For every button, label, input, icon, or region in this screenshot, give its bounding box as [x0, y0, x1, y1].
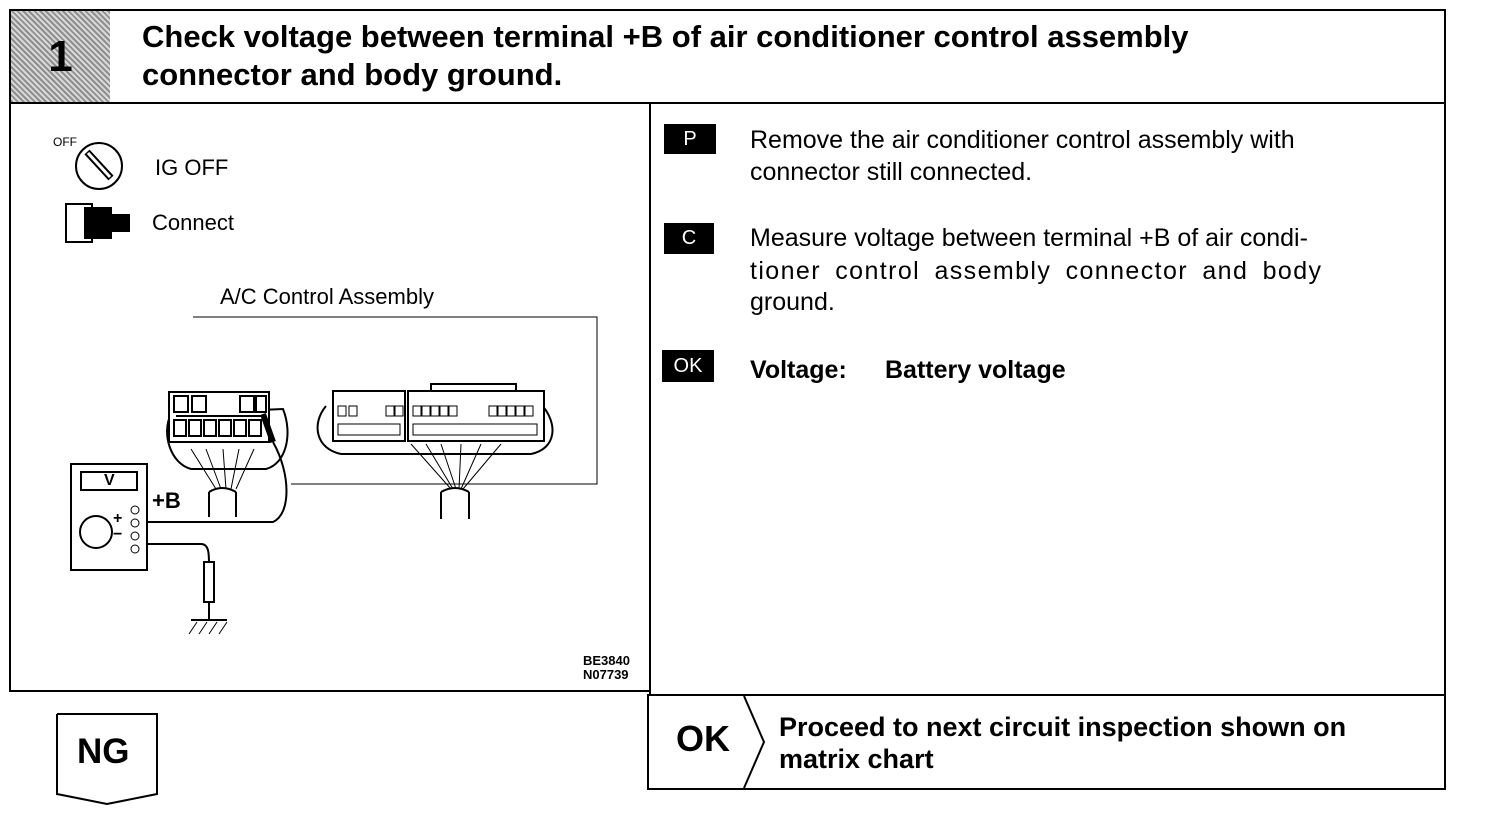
instruction-c-line-3: ground.	[750, 288, 835, 316]
figure-code-1: BE3840	[583, 653, 630, 668]
ok-label: OK	[676, 718, 730, 759]
left-connector	[166, 391, 289, 517]
badge-p: P	[664, 124, 716, 154]
ng-box-outline	[56, 713, 158, 806]
right-connector	[316, 383, 554, 519]
connector-icon	[65, 203, 130, 243]
ng-label: NG	[77, 732, 130, 771]
instruction-p-line-2: connector still connected.	[750, 158, 1033, 186]
ok-text-line-2: matrix chart	[779, 744, 934, 774]
instruction-panel	[649, 102, 1446, 696]
voltage-label: Voltage:	[750, 356, 847, 384]
ok-result-box	[647, 694, 1446, 790]
voltmeter-label: V	[104, 472, 115, 489]
instruction-c-line-1: Measure voltage between terminal +B of a…	[750, 224, 1308, 252]
step-number: 1	[11, 11, 110, 102]
probe-lead	[135, 412, 288, 635]
figure-code-2: N07739	[583, 667, 629, 682]
badge-ok: OK	[662, 350, 714, 382]
instruction-c-line-2: tioner control assembly connector and bo…	[750, 257, 1323, 285]
assembly-label: A/C Control Assembly	[220, 284, 434, 309]
connect-label: Connect	[152, 210, 234, 235]
wiring-illustration	[65, 142, 598, 635]
ignition-off-label: OFF	[53, 135, 77, 149]
ok-text-line-1: Proceed to next circuit inspection shown…	[779, 712, 1347, 742]
badge-c: C	[664, 223, 714, 254]
ignition-key-icon	[75, 142, 123, 190]
instruction-p-line-1: Remove the air conditioner control assem…	[750, 126, 1295, 154]
voltmeter-icon	[70, 463, 148, 571]
plus-sign: +	[113, 510, 123, 527]
minus-sign: −	[113, 526, 123, 543]
voltage-value: Battery voltage	[885, 356, 1066, 384]
step-title-line-2: connector and body ground.	[142, 57, 563, 92]
step-title-line-1: Check voltage between terminal +B of air…	[142, 19, 1189, 54]
ok-chevron	[743, 696, 766, 788]
terminal-label: +B	[152, 488, 181, 513]
ig-off-label: IG OFF	[155, 155, 229, 180]
